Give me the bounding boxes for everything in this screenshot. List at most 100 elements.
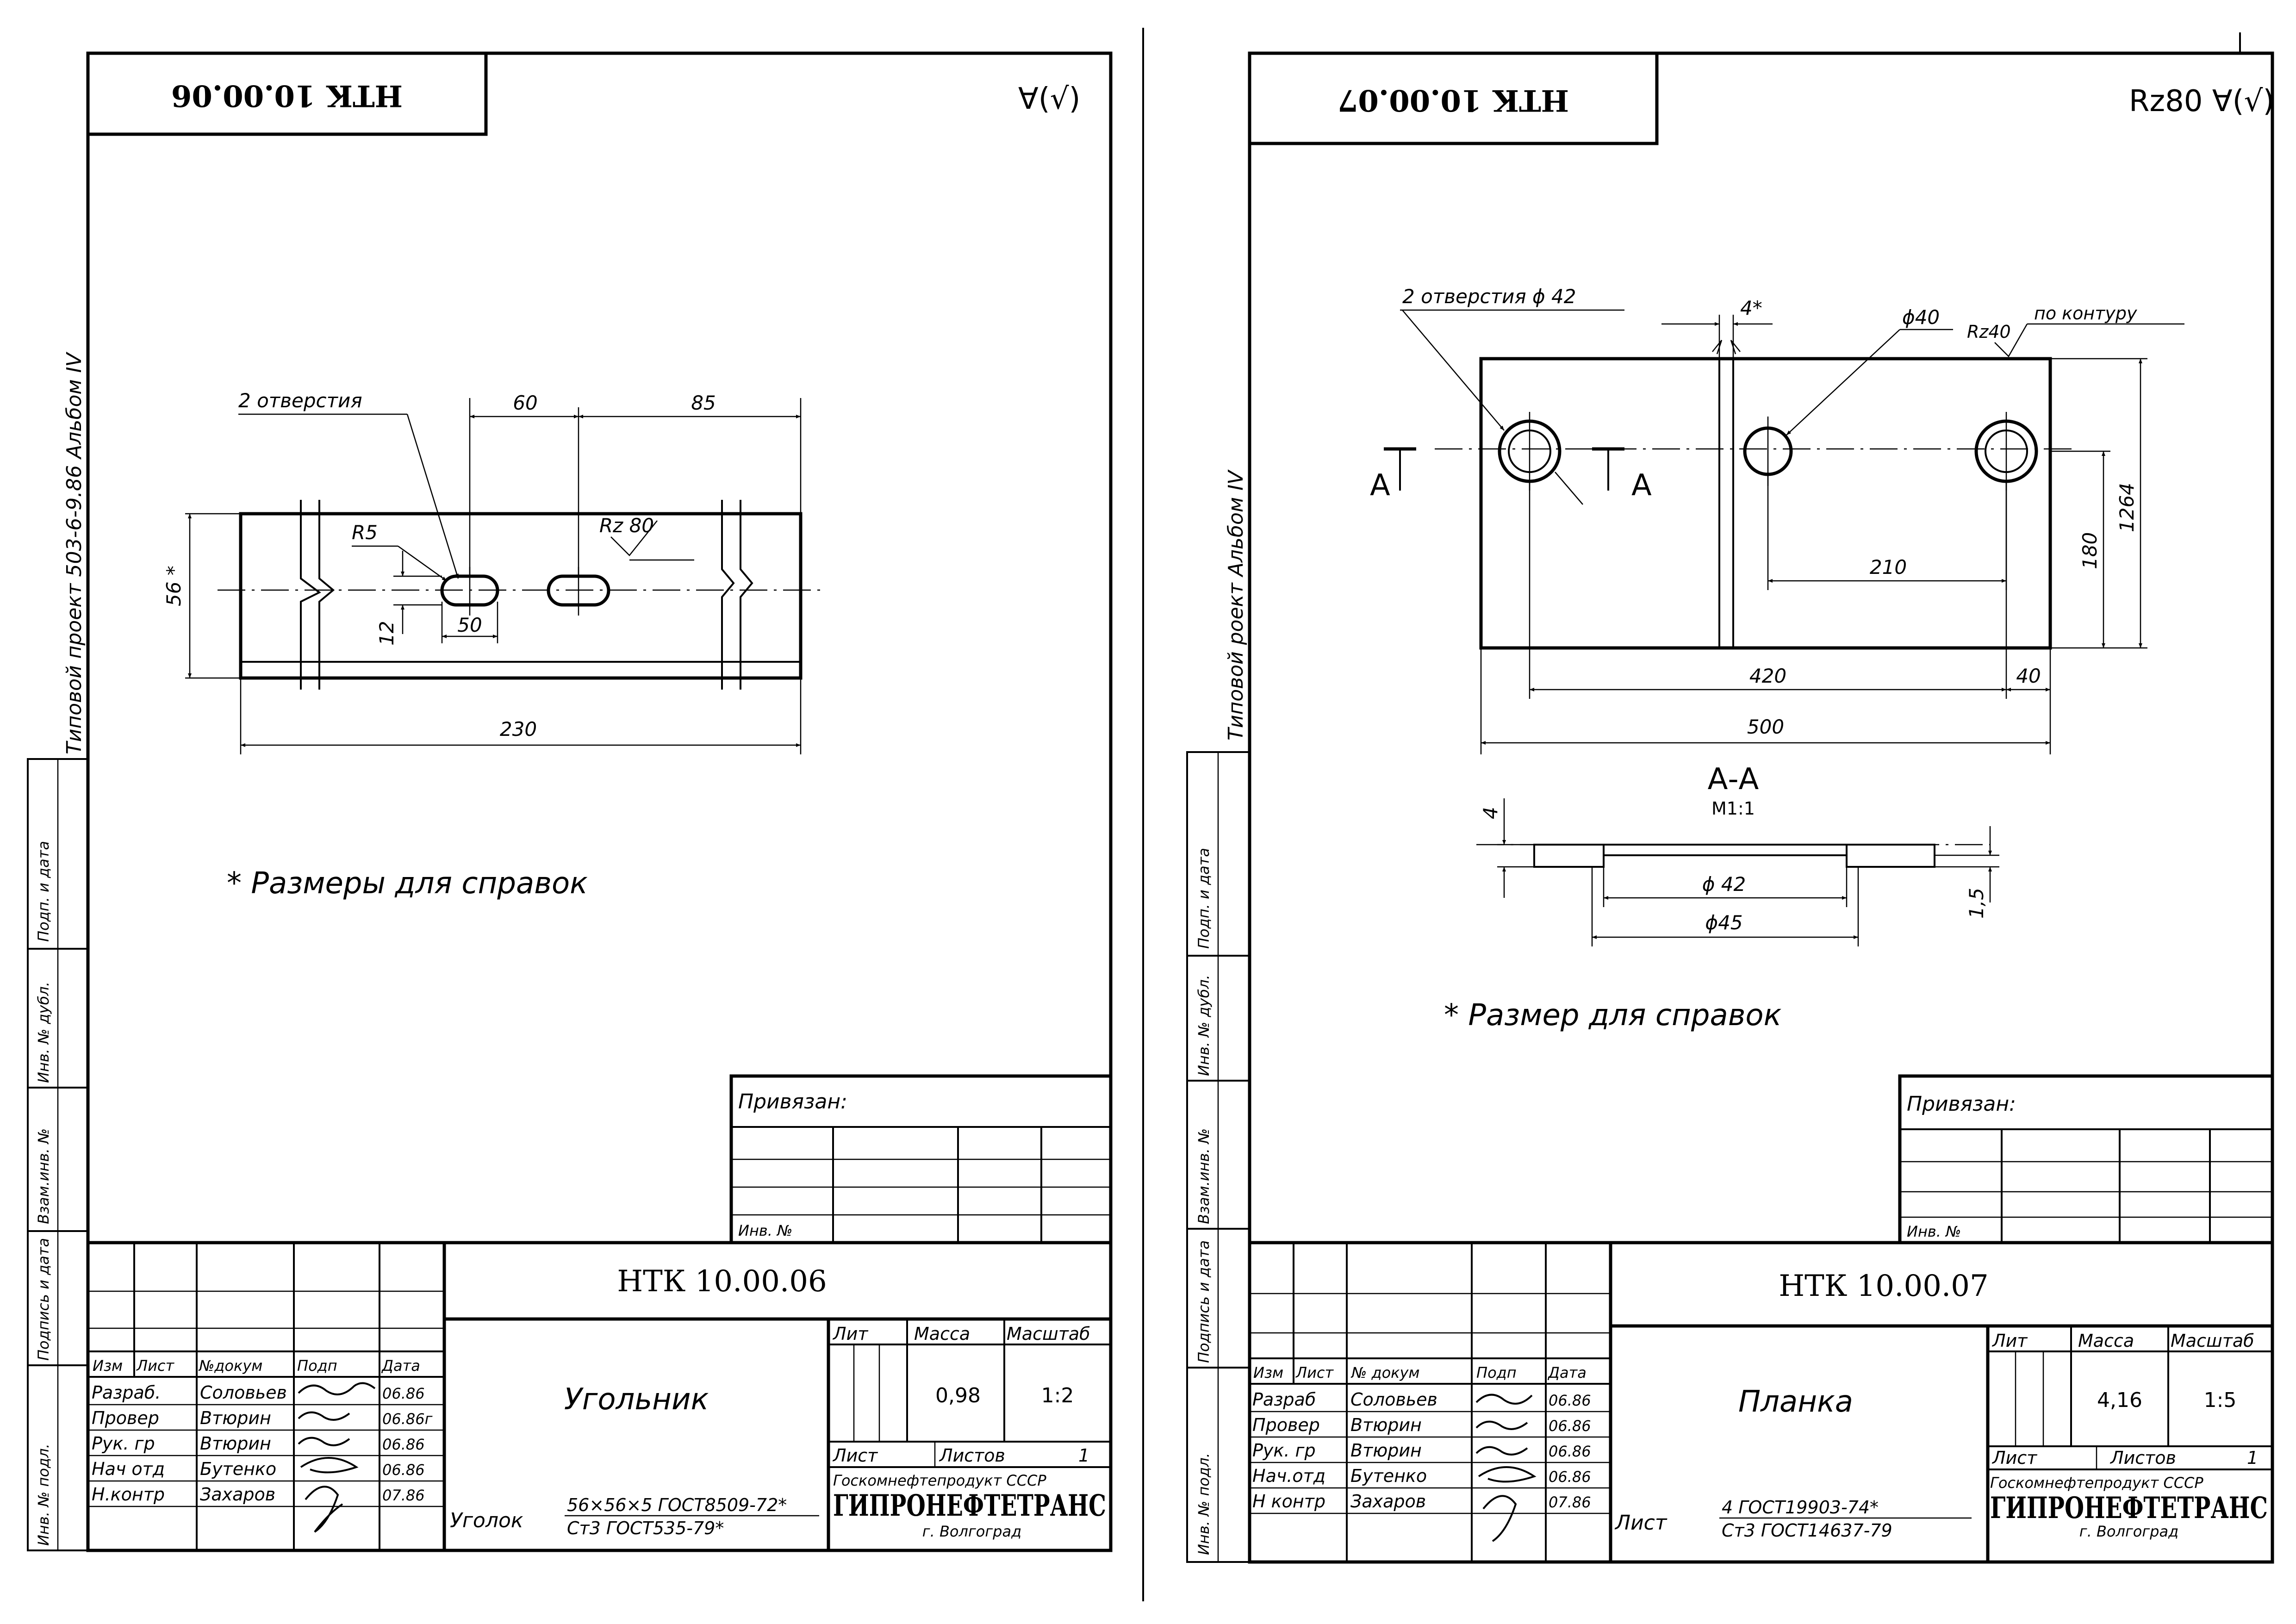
left-material-bottom: Ст3 ГОСТ535-79* xyxy=(567,1518,724,1538)
right-hdr-data: Дата xyxy=(1547,1364,1587,1381)
left-massa-val: 0,98 xyxy=(935,1384,981,1407)
left-listov-val: 1 xyxy=(1078,1445,1089,1466)
right-side-podpis: Подпись и дата xyxy=(1195,1240,1213,1363)
dim-500: 500 xyxy=(1747,716,1784,738)
right-side-dubl: Инв. № дубл. xyxy=(1195,975,1213,1076)
left-hdr-ndoc: №докум xyxy=(198,1357,262,1375)
left-part-name: Угольник xyxy=(564,1382,709,1417)
left-row-role: Провер xyxy=(92,1408,159,1428)
left-row-role: Нач отд xyxy=(92,1459,165,1479)
right-list-lbl: Лист xyxy=(1991,1448,2038,1468)
left-holes-label: 2 отверстия xyxy=(238,389,362,412)
signature xyxy=(305,1486,343,1533)
right-top-stamp-box xyxy=(1248,51,1659,145)
left-row-name: Захаров xyxy=(200,1484,275,1505)
left-title-block: Изм Лист №докум Подп Дата Разраб. Соловь… xyxy=(86,1241,1113,1552)
dim-180: 180 xyxy=(2078,532,2101,569)
right-row-role: Разраб xyxy=(1252,1389,1316,1410)
dim-85: 85 xyxy=(691,392,716,414)
right-row-date: 06.86 xyxy=(1549,1417,1591,1435)
right-sheet: НТК 10.00.07 Rz80 ∀(√) Инв. № подл. Подп… xyxy=(1186,32,2274,1564)
right-row-role: Рук. гр xyxy=(1252,1440,1316,1461)
left-hdr-data: Дата xyxy=(381,1357,420,1375)
left-side-project-label: Типовой проект 503-6-9.86 Альбом IV xyxy=(62,351,86,754)
left-top-stamp-box xyxy=(86,51,488,136)
left-lit: Лит xyxy=(832,1324,869,1344)
signature xyxy=(1475,1420,1528,1430)
right-top-stamp: НТК 10.00.07 xyxy=(1338,83,1569,118)
dim-phi45: ϕ45 xyxy=(1705,911,1742,934)
signature xyxy=(1475,1394,1533,1405)
right-lit: Лит xyxy=(1991,1331,2028,1351)
left-masshtab-val: 1:2 xyxy=(1041,1384,1074,1407)
left-org-name: ГИПРОНЕФТЕТРАНС xyxy=(833,1488,1106,1523)
left-row-date: 06.86 xyxy=(382,1385,425,1402)
right-section-aa: А-А М1:1 4 1,5 ϕ 42 xyxy=(1476,762,1999,946)
dim-phi42: ϕ 42 xyxy=(1702,873,1746,896)
right-po-konturu: по контуру xyxy=(2034,303,2137,324)
dim-230: 230 xyxy=(500,718,537,740)
right-row-name: Соловьев xyxy=(1350,1389,1437,1410)
left-row-date: 06.86 xyxy=(382,1436,425,1453)
dim-210: 210 xyxy=(1870,556,1907,579)
right-massa: Масса xyxy=(2078,1331,2134,1351)
right-rz40: Rz40 xyxy=(1967,322,2011,342)
left-side-dubl: Инв. № дубл. xyxy=(35,982,52,1083)
dim-420: 420 xyxy=(1749,665,1786,687)
right-section-scale: М1:1 xyxy=(1711,798,1755,819)
left-row-name: Соловьев xyxy=(200,1382,287,1403)
left-row-date: 06.86г xyxy=(382,1410,433,1428)
right-org-city: г. Волгоград xyxy=(2079,1523,2178,1540)
left-part-drawing: 60 85 2 отверстия R5 Rz 80 56 * 12 xyxy=(162,389,824,754)
right-masshtab: Масштаб xyxy=(2171,1331,2254,1351)
right-masshtab-val: 1:5 xyxy=(2204,1388,2237,1412)
right-code: НТК 10.00.07 xyxy=(1779,1269,1988,1303)
dim-4-star: 4* xyxy=(1740,297,1762,319)
left-sheet: НТК 10.00.06 ∀(√) Инв. № подл. Подпись и… xyxy=(27,51,1113,1552)
left-code: НТК 10.00.06 xyxy=(617,1264,827,1299)
dim-56: 56 * xyxy=(162,566,185,606)
right-inv-no: Инв. № xyxy=(1907,1223,1961,1240)
right-note: * Размер для справок xyxy=(1444,998,1782,1033)
left-rz80: Rz 80 xyxy=(599,514,654,537)
signature xyxy=(300,1457,359,1474)
left-row-name: Втюрин xyxy=(200,1433,271,1454)
left-roughness-mark: ∀(√) xyxy=(1018,82,1081,116)
right-section-title: А-А xyxy=(1708,762,1759,796)
dim-r5: R5 xyxy=(352,521,378,544)
dim-thickness-4: 4 xyxy=(1479,807,1502,819)
dim-1-5: 1,5 xyxy=(1965,888,1988,919)
left-row-date: 07.86 xyxy=(382,1487,425,1504)
right-side-podp-data: Подп. и дата xyxy=(1195,848,1213,949)
signature xyxy=(1475,1446,1528,1456)
right-hdr-ndoc: № докум xyxy=(1350,1364,1420,1381)
dim-phi40: ϕ40 xyxy=(1902,306,1940,329)
right-holes-label: 2 отверстия ϕ 42 xyxy=(1402,285,1576,308)
dim-12: 12 xyxy=(375,621,398,646)
dim-40: 40 xyxy=(2016,665,2041,687)
dim-50: 50 xyxy=(457,614,482,636)
left-list-lbl: Лист xyxy=(832,1445,878,1466)
right-org-top: Госкомнефтепродукт СССР xyxy=(1990,1474,2203,1492)
left-note: * Размеры для справок xyxy=(227,866,588,901)
left-masshtab: Масштаб xyxy=(1007,1324,1090,1344)
left-row-name: Бутенко xyxy=(200,1459,276,1479)
right-row-date: 06.86 xyxy=(1549,1468,1591,1486)
right-title-block: Изм Лист № докум Подп Дата Разраб Соловь… xyxy=(1248,1241,2274,1564)
left-material-label: Уголок xyxy=(450,1509,523,1532)
right-part-drawing: A A 2 отверстия ϕ 42 4* ϕ40 Rz40 xyxy=(1370,285,2184,754)
left-listov-lbl: Листов xyxy=(939,1445,1005,1466)
left-privyazan: Привязан: xyxy=(738,1090,847,1114)
left-hdr-list: Лист xyxy=(136,1357,174,1375)
left-side-inv-podl: Инв. № подл. xyxy=(35,1444,52,1546)
left-material-top: 56×56×5 ГОСТ8509-72* xyxy=(567,1495,787,1515)
left-row-date: 06.86 xyxy=(382,1461,425,1479)
right-org-name: ГИПРОНЕФТЕТРАНС xyxy=(1990,1491,2268,1525)
left-row-role: Рук. гр xyxy=(92,1433,155,1454)
right-material-label: Лист xyxy=(1614,1511,1668,1535)
right-side-project-label: Типовой роект Альбом IV xyxy=(1224,469,1248,740)
left-side-podpis: Подпись и дата xyxy=(35,1238,52,1361)
right-roughness-mark: Rz80 ∀(√) xyxy=(2129,84,2274,118)
left-org-top: Госкомнефтепродукт СССР xyxy=(833,1472,1046,1489)
right-listov-lbl: Листов xyxy=(2109,1448,2176,1468)
